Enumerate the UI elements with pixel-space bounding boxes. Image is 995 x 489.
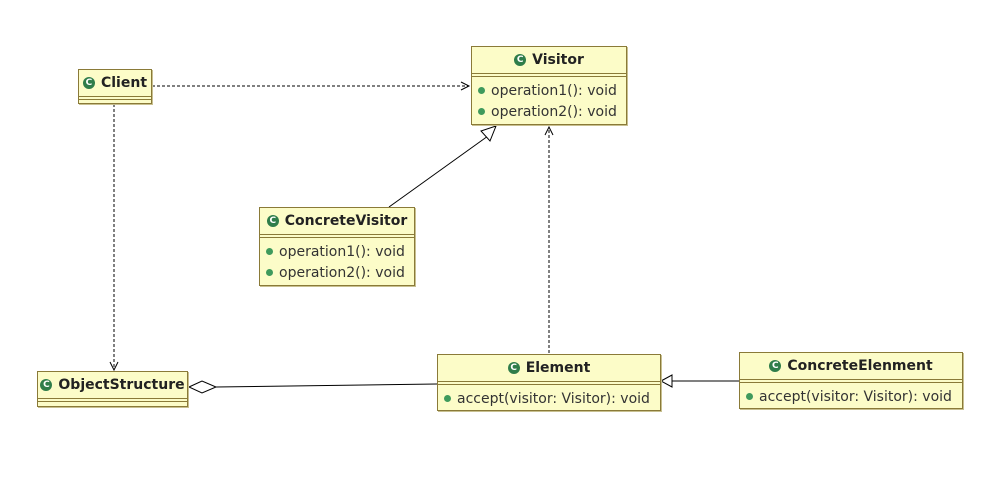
objectstructure-element-aggregation <box>187 380 438 394</box>
class-concrete-visitor[interactable]: C ConcreteVisitor operation1(): void ope… <box>259 207 415 286</box>
class-element[interactable]: C Element accept(visitor: Visitor): void <box>437 354 661 411</box>
class-name: Client <box>100 75 148 91</box>
class-header: C ConcreteVisitor <box>260 208 414 238</box>
public-method-icon <box>478 87 485 94</box>
class-name: Element <box>525 360 591 376</box>
class-name: Visitor <box>532 52 584 68</box>
class-name: ConcreteElenment <box>787 358 933 374</box>
class-client[interactable]: C Client <box>78 69 152 104</box>
operation-signature: operation1(): void <box>279 243 405 260</box>
class-header: C Element <box>438 355 660 385</box>
concreteelement-element-realization <box>659 374 740 388</box>
operation-signature: operation1(): void <box>491 82 617 99</box>
operation-row: operation2(): void <box>260 262 414 283</box>
class-icon: C <box>514 54 527 66</box>
class-name: ObjectStructure <box>58 377 185 393</box>
class-header: C ConcreteElenment <box>740 353 962 383</box>
class-icon: C <box>507 362 520 374</box>
client-objectstructure-dependency <box>109 104 119 372</box>
operations-list: operation1(): void operation2(): void <box>260 235 414 283</box>
class-header: C ObjectStructure <box>38 372 187 402</box>
class-object-structure[interactable]: C ObjectStructure <box>37 371 188 407</box>
operations-list: operation1(): void operation2(): void <box>472 74 626 122</box>
operation-signature: operation2(): void <box>491 103 617 120</box>
concretevisitor-visitor-realization <box>388 125 497 208</box>
class-visitor[interactable]: C Visitor operation1(): void operation2(… <box>471 46 627 125</box>
operation-row: operation1(): void <box>260 241 414 262</box>
operations-list: accept(visitor: Visitor): void <box>438 382 660 409</box>
class-icon: C <box>769 360 782 372</box>
class-icon: C <box>82 77 95 89</box>
public-method-icon <box>444 395 451 402</box>
class-header: C Client <box>79 70 151 100</box>
class-header: C Visitor <box>472 47 626 77</box>
operation-row: operation1(): void <box>472 80 626 101</box>
public-method-icon <box>266 269 273 276</box>
operation-signature: accept(visitor: Visitor): void <box>759 388 952 405</box>
class-icon: C <box>40 379 53 391</box>
operation-signature: accept(visitor: Visitor): void <box>457 390 650 407</box>
element-visitor-dependency <box>544 125 554 353</box>
class-name: ConcreteVisitor <box>284 213 408 229</box>
client-visitor-dependency <box>152 81 471 91</box>
operation-signature: operation2(): void <box>279 264 405 281</box>
public-method-icon <box>266 248 273 255</box>
operation-row: accept(visitor: Visitor): void <box>740 386 962 407</box>
operation-row: operation2(): void <box>472 101 626 122</box>
public-method-icon <box>478 108 485 115</box>
operation-row: accept(visitor: Visitor): void <box>438 388 660 409</box>
class-concrete-element[interactable]: C ConcreteElenment accept(visitor: Visit… <box>739 352 963 409</box>
operations-list: accept(visitor: Visitor): void <box>740 380 962 407</box>
class-icon: C <box>266 215 279 227</box>
public-method-icon <box>746 393 753 400</box>
